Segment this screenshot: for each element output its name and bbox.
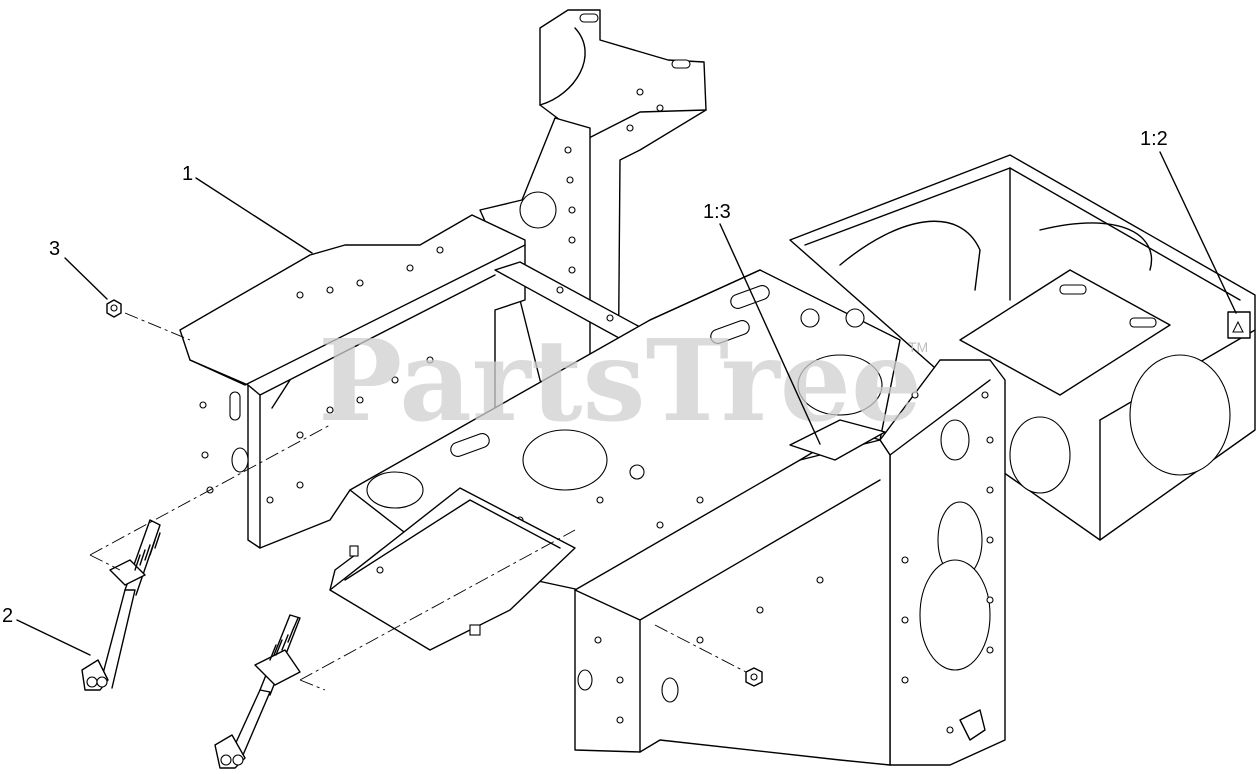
callout-1-2: 1:2: [1140, 128, 1168, 150]
decal-1-3: [789, 419, 886, 461]
callout-1: 1: [182, 163, 193, 185]
watermark-brand: PartsTree: [318, 316, 922, 447]
watermark: PartsTree TM: [318, 316, 928, 447]
leader-3: [64, 257, 108, 300]
part-3-nut: [106, 299, 122, 318]
part-1-front-weldment: [179, 214, 526, 549]
leader-1: [195, 177, 313, 254]
callout-2: 2: [2, 605, 13, 627]
assembly-lines: [89, 312, 747, 691]
callout-3: 3: [49, 238, 60, 260]
callout-1-3: 1:3: [703, 201, 731, 223]
main-frame: [179, 9, 1256, 766]
leader-1-2: [1159, 151, 1237, 314]
part-2-rod-end-left: [81, 519, 161, 691]
callouts: 1 2 3 1:2 1:3: [2, 128, 1237, 656]
leader-1-3: [719, 223, 821, 445]
part-2-rod-end-right: [214, 614, 301, 769]
leader-2: [16, 619, 91, 656]
watermark-trademark: TM: [908, 339, 928, 355]
